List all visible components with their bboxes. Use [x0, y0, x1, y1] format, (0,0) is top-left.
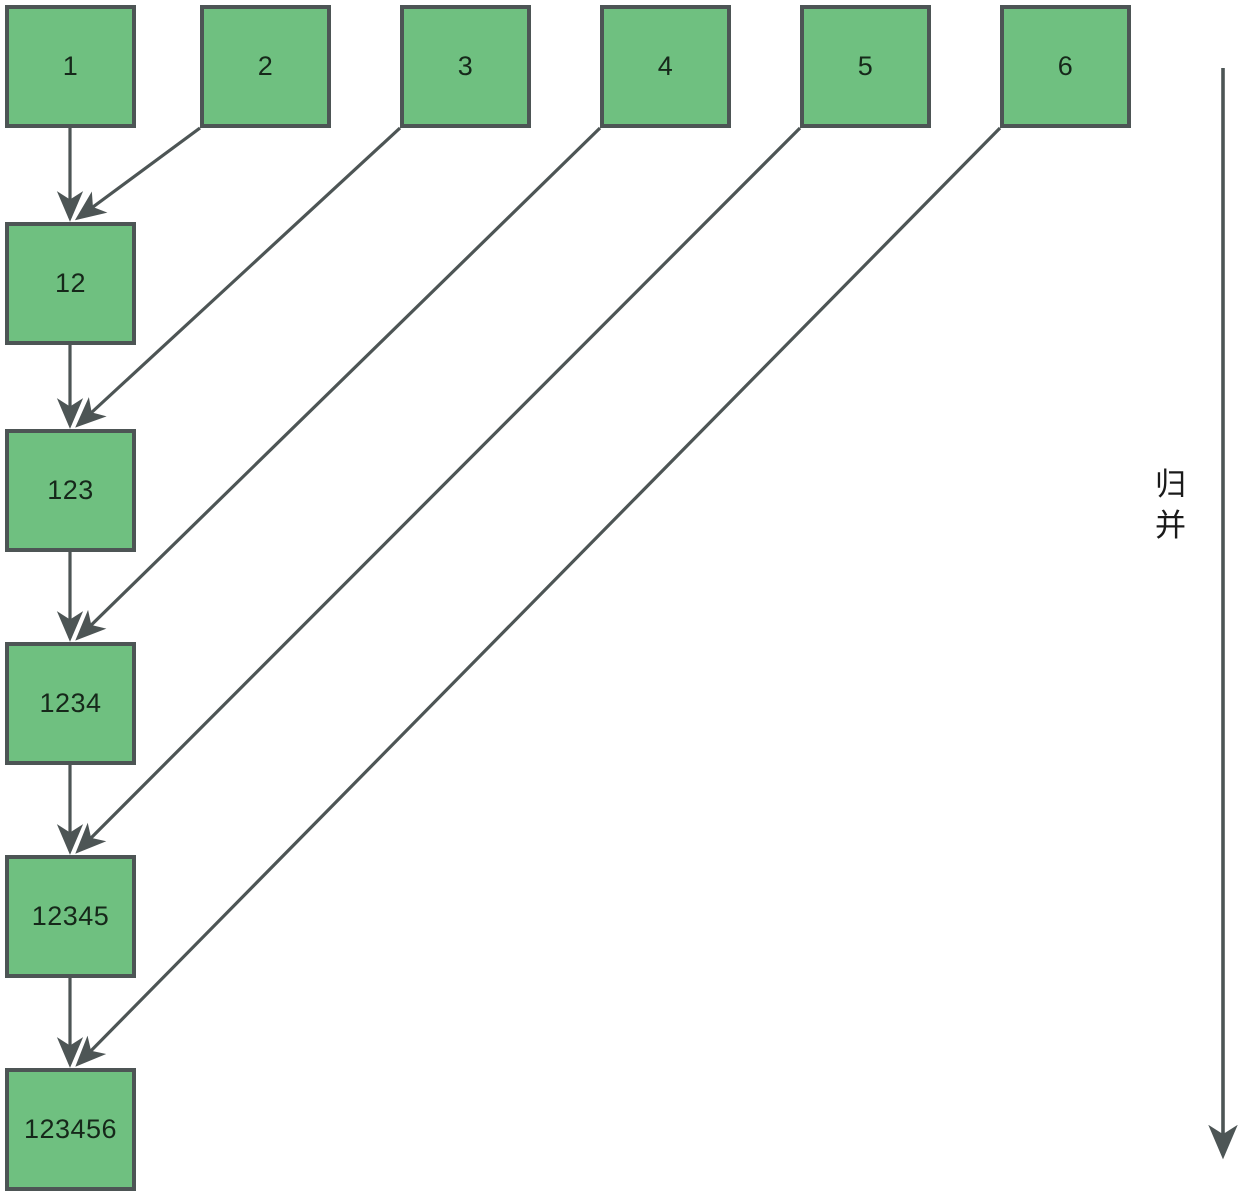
input-node-n4[interactable]: 4	[600, 5, 731, 128]
node-label: 4	[657, 51, 674, 81]
merged-node-m123456[interactable]: 123456	[5, 1068, 136, 1191]
input-node-n3[interactable]: 3	[400, 5, 531, 128]
edge-n2-to-m12	[74, 126, 201, 221]
input-node-n5[interactable]: 5	[800, 5, 931, 128]
node-label: 3	[457, 51, 474, 81]
merged-node-m123[interactable]: 123	[5, 429, 136, 552]
merged-node-m1234[interactable]: 1234	[5, 642, 136, 765]
node-label: 123	[47, 475, 94, 505]
node-label: 1	[62, 51, 79, 81]
node-label: 5	[857, 51, 874, 81]
input-node-n1[interactable]: 1	[5, 5, 136, 128]
merge-direction-label: 归 并	[1155, 467, 1186, 544]
merged-node-m12345[interactable]: 12345	[5, 855, 136, 978]
diagonal-edges	[74, 126, 1002, 1067]
node-label: 6	[1057, 51, 1074, 81]
edge-n4-to-m1234	[75, 126, 602, 641]
node-label: 1234	[39, 688, 102, 718]
merged-node-m12[interactable]: 12	[5, 222, 136, 345]
edge-n6-to-m123456	[75, 126, 1002, 1067]
input-node-n6[interactable]: 6	[1000, 5, 1131, 128]
edge-n5-to-m12345	[75, 126, 802, 854]
node-label: 12	[54, 268, 87, 298]
node-label: 12345	[31, 901, 110, 931]
node-label: 123456	[23, 1114, 118, 1144]
node-label: 2	[257, 51, 274, 81]
input-node-n2[interactable]: 2	[200, 5, 331, 128]
